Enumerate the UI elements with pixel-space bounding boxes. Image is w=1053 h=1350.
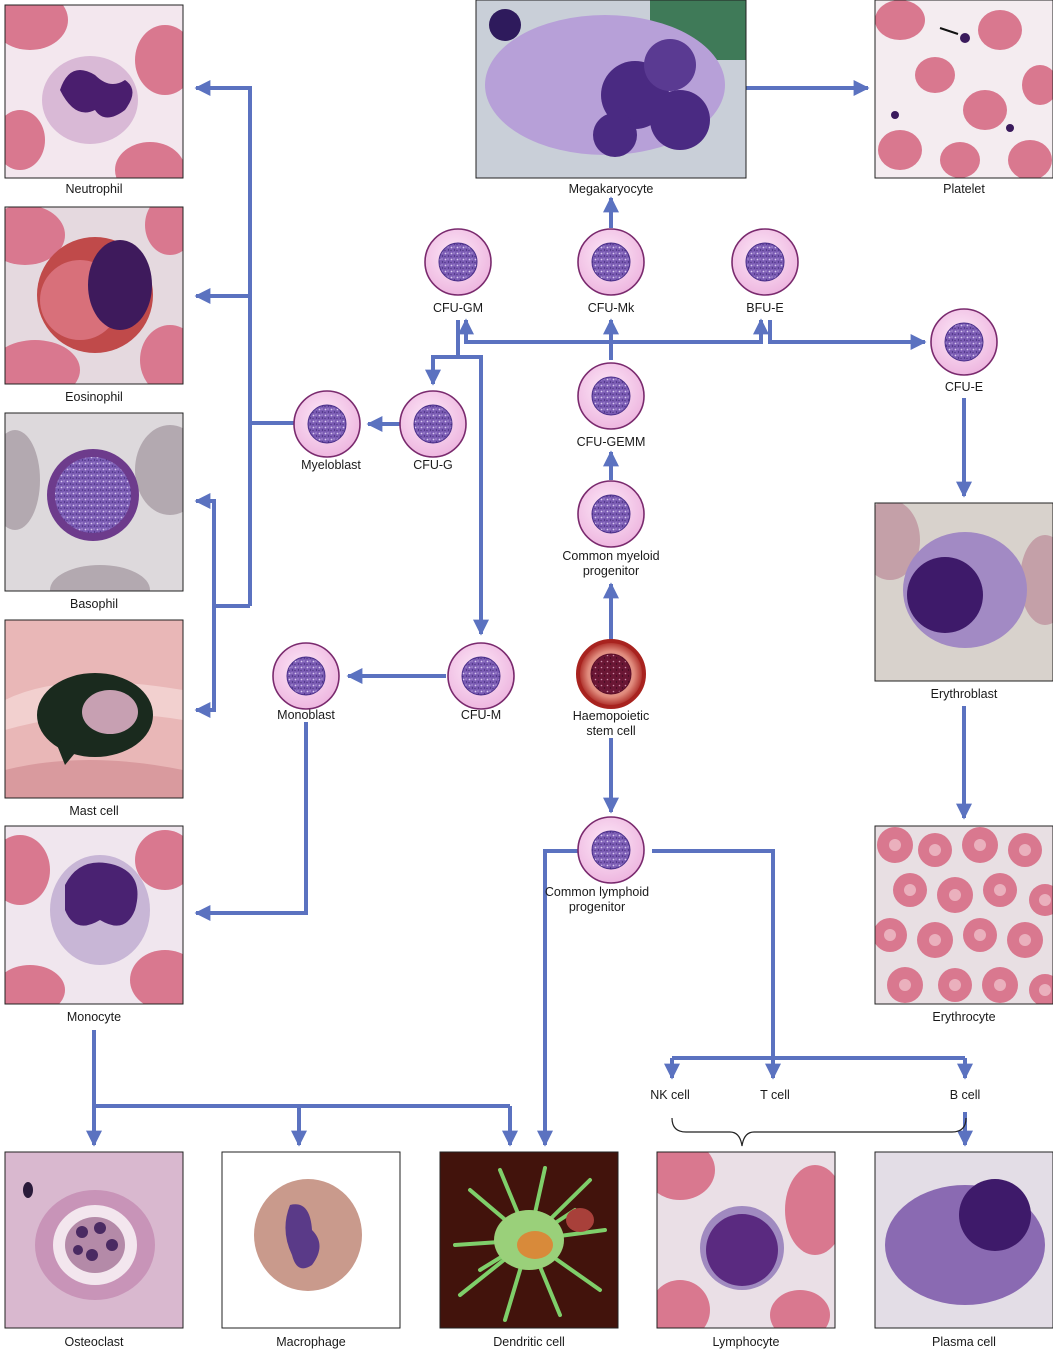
macrophage-label: Macrophage: [276, 1335, 346, 1349]
plasma-cell-panel: Plasma cell: [874, 1151, 1053, 1349]
cfu-mk-cell-icon: [577, 228, 645, 296]
cmp-label-line1: Common myeloid: [562, 549, 659, 563]
macrophage-micrograph-icon: [222, 1152, 400, 1328]
mast-cell-micrograph-icon: [5, 620, 183, 798]
arrow-to-cfugm: [458, 318, 611, 344]
platelet-micrograph-icon: [875, 0, 1053, 178]
neutrophil-panel: Neutrophil: [4, 4, 184, 196]
arrow-to-basophil: [194, 493, 216, 606]
arrow-to-neutrophil: [194, 80, 252, 606]
plasma-cell-micrograph-icon: [875, 1152, 1053, 1328]
dendritic-cell-micrograph-icon: [440, 1152, 618, 1328]
basophil-label: Basophil: [70, 597, 118, 611]
monocyte-label: Monocyte: [67, 1010, 121, 1024]
eosinophil-panel: Eosinophil: [4, 206, 184, 404]
neutrophil-label: Neutrophil: [66, 182, 123, 196]
cfu-mk-label: CFU-Mk: [588, 301, 635, 315]
neutrophil-micrograph-icon: [5, 5, 183, 178]
eosinophil-micrograph-icon: [5, 207, 183, 384]
monocyte-micrograph-icon: [5, 826, 183, 1004]
t-cell-label: T cell: [760, 1088, 790, 1102]
erythroblast-micrograph-icon: [875, 503, 1053, 681]
arrow-cfugm-to-cfum: [458, 355, 489, 636]
cfu-m-cell-icon: [447, 642, 515, 710]
hsc-cell-icon: [576, 639, 646, 709]
basophil-panel: Basophil: [4, 412, 184, 611]
clp-label-line1: Common lymphoid: [545, 885, 649, 899]
arrow-to-mast-cell: [194, 606, 216, 718]
bfu-e-label: BFU-E: [746, 301, 784, 315]
cmp-cell-icon: [577, 480, 645, 548]
mast-cell-label: Mast cell: [69, 804, 118, 818]
erythrocyte-micrograph-icon: [875, 826, 1053, 1004]
eosinophil-label: Eosinophil: [65, 390, 123, 404]
cfu-e-label: CFU-E: [945, 380, 983, 394]
cfu-e-cell-icon: [930, 308, 998, 376]
megakaryocyte-label: Megakaryocyte: [569, 182, 654, 196]
arrow-cfugm-down: [425, 320, 460, 386]
lymphocyte-panel: Lymphocyte: [656, 1151, 836, 1349]
myeloblast-label: Myeloblast: [301, 458, 361, 472]
hsc-label-line2: stem cell: [586, 724, 635, 738]
arrow-clp-to-dendritic: [537, 849, 578, 1147]
cmp-label-line2: progenitor: [583, 564, 639, 578]
erythroblast-panel: Erythroblast: [874, 502, 1053, 701]
myeloblast-cell-icon: [293, 390, 361, 458]
progenitor-nodes: [272, 228, 998, 884]
dendritic-cell-panel: Dendritic cell: [439, 1151, 619, 1349]
cfu-gm-cell-icon: [424, 228, 492, 296]
clp-label-line2: progenitor: [569, 900, 625, 914]
macrophage-panel: Macrophage: [221, 1151, 401, 1349]
monoblast-cell-icon: [272, 642, 340, 710]
mast-cell-panel: Mast cell: [4, 619, 184, 818]
dendritic-cell-label: Dendritic cell: [493, 1335, 565, 1349]
erythrocyte-panel: Erythrocyte: [874, 825, 1053, 1024]
node-labels: CFU-GM CFU-Mk BFU-E CFU-E Myeloblast CFU…: [277, 301, 983, 1102]
plasma-cell-label: Plasma cell: [932, 1335, 996, 1349]
connector-lines: [86, 80, 973, 1147]
cfu-g-label: CFU-G: [413, 458, 453, 472]
megakaryocyte-micrograph-icon: [476, 0, 746, 178]
arrow-monoblast-to-monocyte: [194, 722, 308, 921]
lymphocyte-bracket: [671, 1117, 967, 1147]
megakaryocyte-panel: Megakaryocyte: [475, 0, 747, 196]
cfu-g-cell-icon: [399, 390, 467, 458]
lymphocyte-micrograph-icon: [657, 1152, 835, 1328]
hsc-label-line1: Haemopoietic: [573, 709, 649, 723]
b-cell-label: B cell: [950, 1088, 981, 1102]
lymphocyte-label: Lymphocyte: [713, 1335, 780, 1349]
erythroblast-label: Erythroblast: [931, 687, 998, 701]
osteoclast-micrograph-icon: [5, 1152, 183, 1328]
cfu-gm-label: CFU-GM: [433, 301, 483, 315]
nk-cell-label: NK cell: [650, 1088, 690, 1102]
monocyte-panel: Monocyte: [4, 825, 184, 1024]
clp-cell-icon: [577, 816, 645, 884]
arrow-clp-to-lymphoid: [652, 849, 781, 1080]
osteoclast-panel: Osteoclast: [4, 1151, 184, 1349]
cfu-gemm-cell-icon: [577, 362, 645, 430]
bfu-e-cell-icon: [731, 228, 799, 296]
cfu-gemm-label: CFU-GEMM: [577, 435, 646, 449]
monoblast-label: Monoblast: [277, 708, 335, 722]
cfu-m-label: CFU-M: [461, 708, 501, 722]
platelet-panel: Platelet: [874, 0, 1053, 196]
arrow-to-bfue: [611, 318, 769, 344]
arrow-bfue-to-cfue: [768, 320, 927, 350]
platelet-label: Platelet: [943, 182, 985, 196]
osteoclast-label: Osteoclast: [64, 1335, 124, 1349]
basophil-micrograph-icon: [5, 413, 183, 591]
erythrocyte-label: Erythrocyte: [932, 1010, 995, 1024]
